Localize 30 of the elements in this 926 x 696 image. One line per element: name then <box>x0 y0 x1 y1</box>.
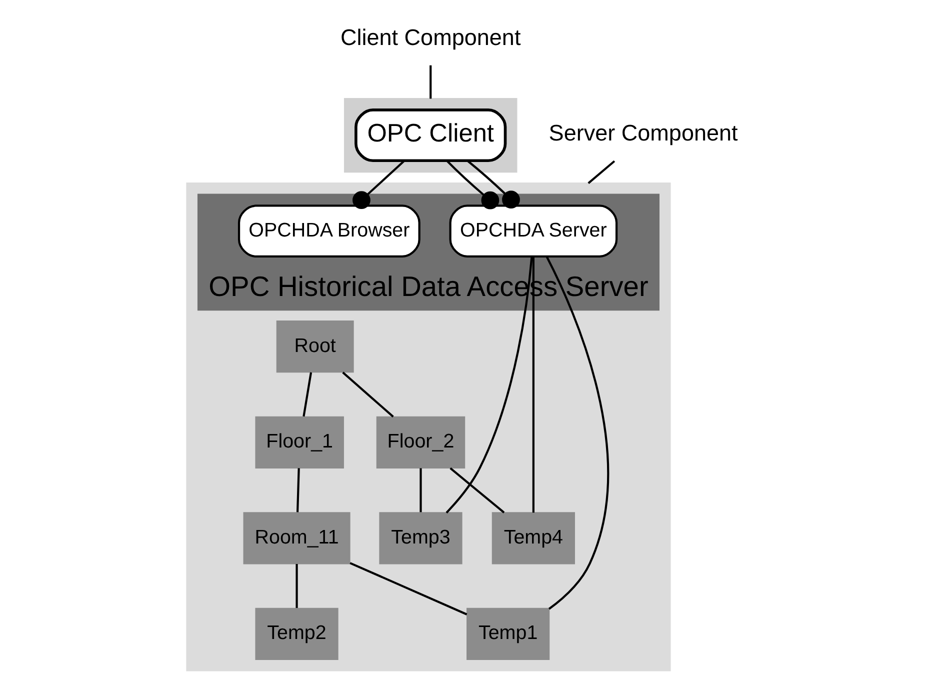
node-box: Temp4 <box>492 512 575 564</box>
connector <box>588 160 616 184</box>
connector <box>296 468 300 512</box>
node-box: OPCHDA Server <box>449 204 618 258</box>
connector <box>350 562 468 616</box>
connector <box>446 160 500 210</box>
cluster <box>186 182 671 672</box>
cluster <box>344 98 518 173</box>
connector <box>430 65 432 99</box>
node-box: Temp3 <box>379 512 462 564</box>
connector <box>296 564 298 608</box>
connector <box>467 160 520 209</box>
node-box: Floor_1 <box>255 416 344 468</box>
node-box: OPC Client <box>354 108 507 162</box>
node-box: Temp1 <box>466 608 550 660</box>
connector <box>352 160 405 210</box>
connector <box>302 372 312 417</box>
connector <box>546 256 610 610</box>
node-text: Client Component <box>340 24 521 50</box>
node-box: Temp2 <box>255 608 338 660</box>
connector <box>420 468 422 512</box>
connector <box>532 256 534 513</box>
node-box: Floor_2 <box>376 416 466 468</box>
connector <box>446 256 533 514</box>
node-box: Root <box>276 320 354 373</box>
node-text: Server Component <box>548 120 738 146</box>
node-box: OPCHDA Browser <box>238 204 420 258</box>
connector <box>342 372 394 418</box>
node-box: Room_11 <box>243 512 350 564</box>
connector <box>450 467 505 514</box>
